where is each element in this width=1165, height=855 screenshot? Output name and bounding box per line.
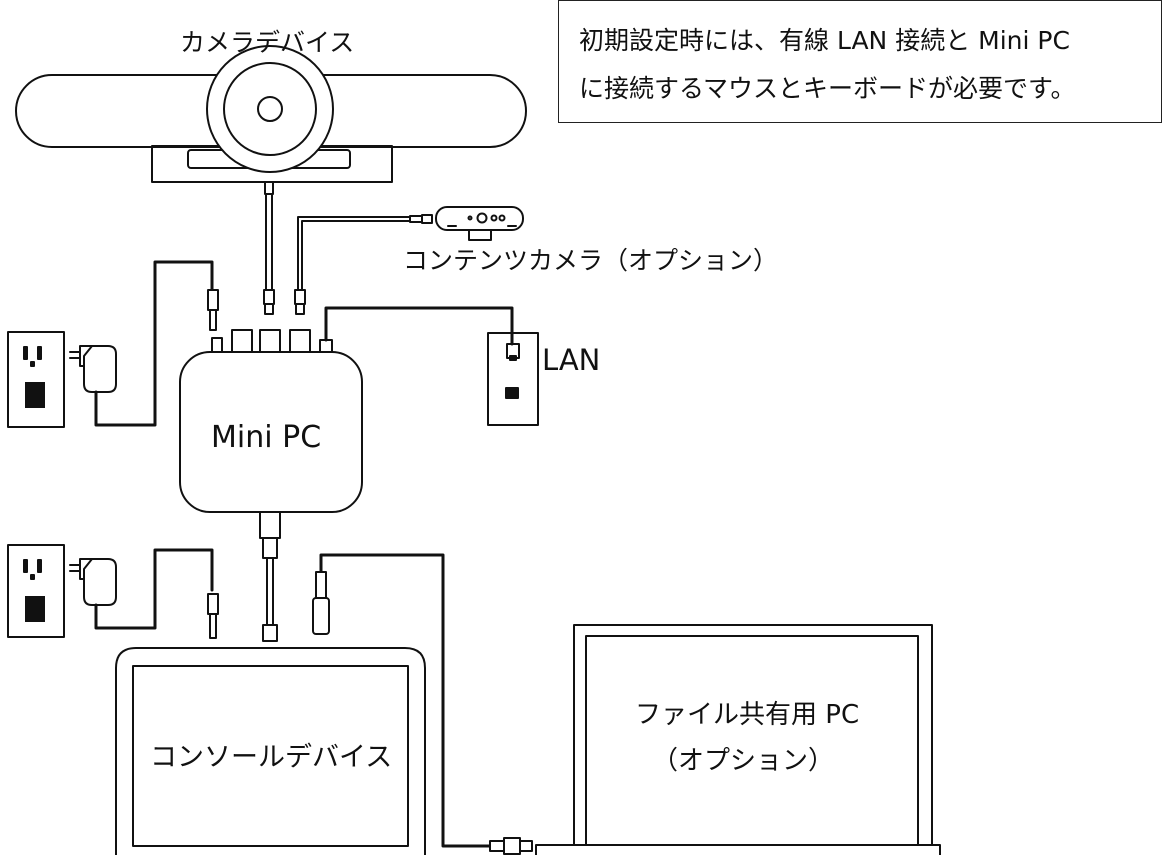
mini-pc-ports [211, 329, 333, 539]
lan-label: LAN [542, 343, 601, 377]
laptop-usb-connector-icon [489, 837, 533, 855]
power-cable [94, 260, 214, 427]
mini-pc-label: Mini PC [211, 420, 322, 455]
content-camera-label: コンテンツカメラ（オプション） [403, 246, 779, 275]
power-adapter-2-icon [69, 558, 117, 606]
mini-pc-icon [179, 351, 363, 513]
camera-cable [263, 181, 275, 315]
power-outlet-icon [7, 331, 65, 428]
lan-cable [324, 306, 514, 346]
console-device-icon [115, 647, 426, 855]
setup-note: 初期設定時には、有線 LAN 接続と Mini PC に接続するマウスとキーボー… [558, 0, 1162, 123]
content-camera-icon [409, 206, 524, 241]
power-adapter-icon [69, 345, 117, 393]
power-plug-icon [207, 289, 219, 331]
power-cable-2 [94, 548, 214, 630]
camera-device-label: カメラデバイス [180, 28, 355, 57]
file-share-pc-option-label: （オプション） [652, 746, 835, 776]
setup-note-line-2: に接続するマウスとキーボードが必要です。 [579, 74, 1076, 103]
console-cable [262, 537, 278, 642]
console-device-label: コンソールデバイス [150, 742, 393, 773]
laptop-icon [535, 624, 941, 855]
camera-device-icon [15, 45, 527, 183]
power-plug-2-icon [207, 593, 219, 639]
power-outlet-2-icon [7, 544, 65, 638]
file-share-pc-label: ファイル共有用 PC [635, 700, 860, 730]
lan-jack-icon [487, 332, 539, 426]
content-camera-cable [294, 216, 411, 315]
usb-plug-icon [312, 571, 330, 635]
setup-note-line-1: 初期設定時には、有線 LAN 接続と Mini PC [579, 26, 1070, 55]
usb-cable [319, 553, 492, 848]
